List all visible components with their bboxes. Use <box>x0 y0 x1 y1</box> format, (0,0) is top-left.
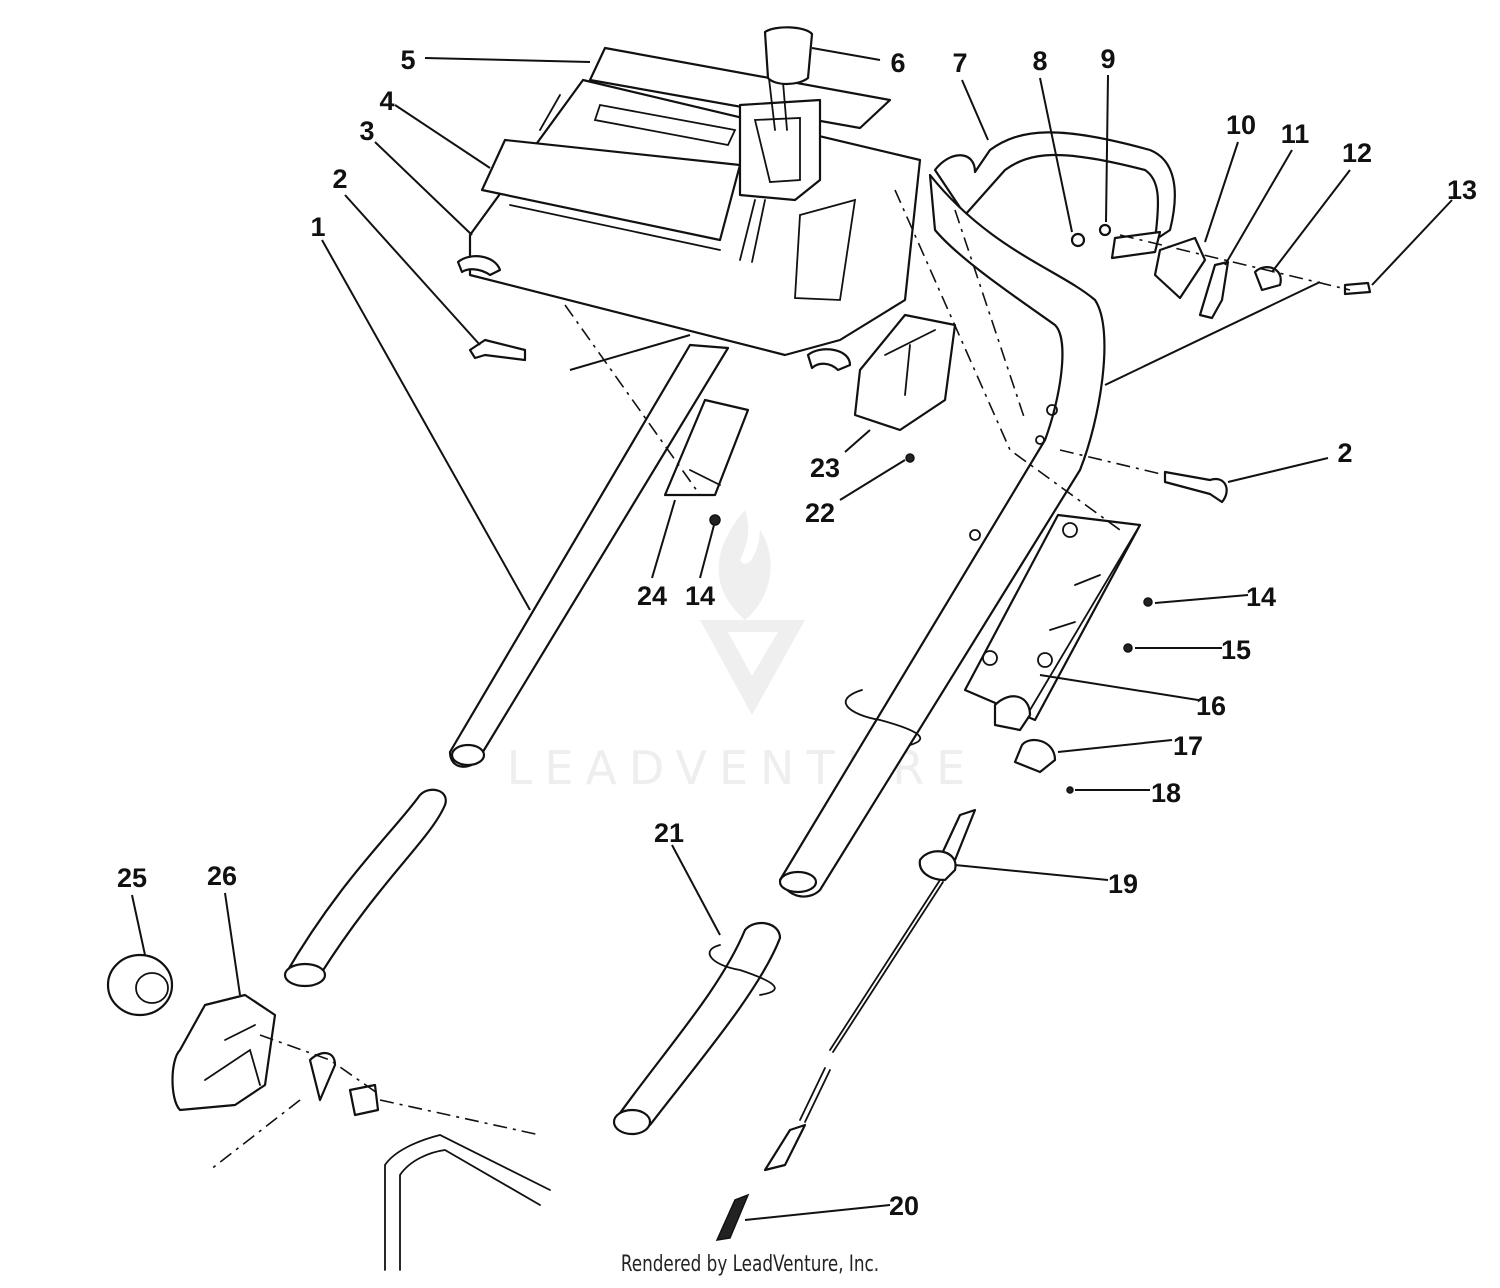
callout-10: 10 <box>1226 110 1256 140</box>
control-bracket <box>963 513 1142 774</box>
callout-12: 12 <box>1342 138 1372 168</box>
callout-14a: 14 <box>1246 582 1276 612</box>
callout-5: 5 <box>400 45 415 75</box>
hardware <box>468 223 1372 794</box>
callout-3: 3 <box>359 116 374 146</box>
callout-26: 26 <box>207 861 237 891</box>
callout-23: 23 <box>810 453 840 483</box>
callout-22: 22 <box>805 498 835 528</box>
callout-24: 24 <box>637 581 667 611</box>
adjuster-knob <box>106 953 277 1112</box>
callout-2a: 2 <box>332 164 347 194</box>
callout-14b: 14 <box>685 581 715 611</box>
control-panel <box>456 26 922 372</box>
callout-11: 11 <box>1281 119 1310 149</box>
callout-8: 8 <box>1032 46 1047 76</box>
callout-1: 1 <box>310 212 325 242</box>
callout-21: 21 <box>654 818 684 848</box>
render-credit: Rendered by LeadVenture, Inc. <box>620 1252 880 1277</box>
callout-9: 9 <box>1100 44 1115 74</box>
callout-19: 19 <box>1108 869 1138 899</box>
callout-6: 6 <box>890 48 905 78</box>
callout-labels: 1 2 2 3 4 5 6 7 8 9 10 11 12 13 14 14 15… <box>117 44 1477 1221</box>
callout-15: 15 <box>1221 635 1251 665</box>
callout-20: 20 <box>889 1191 919 1221</box>
callout-13: 13 <box>1447 175 1477 205</box>
assembly-lines <box>209 189 1351 1171</box>
leader-lines <box>131 47 1453 1221</box>
lower-frame <box>308 1052 551 1271</box>
upper-handle <box>778 131 1176 898</box>
callout-16: 16 <box>1196 691 1226 721</box>
callout-18: 18 <box>1151 778 1181 808</box>
callout-7: 7 <box>952 48 967 78</box>
control-cable <box>715 808 977 1241</box>
lower-handle-left <box>283 343 730 988</box>
callout-2b: 2 <box>1337 438 1352 468</box>
callout-25: 25 <box>117 863 147 893</box>
lower-handle-right <box>612 689 922 1136</box>
callout-17: 17 <box>1173 731 1203 761</box>
callout-4: 4 <box>379 86 394 116</box>
